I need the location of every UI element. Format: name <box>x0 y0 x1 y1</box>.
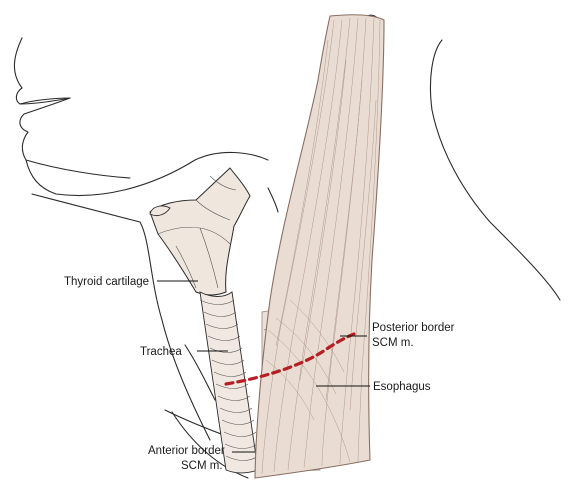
label-posterior-border: Posterior border <box>372 322 455 334</box>
label-posterior-border-scm: SCM m. <box>372 337 414 349</box>
sternocleidomastoid-muscle <box>254 14 385 479</box>
labels: Thyroid cartilage Trachea Posterior bord… <box>64 276 455 472</box>
label-thyroid-cartilage: Thyroid cartilage <box>64 276 149 288</box>
label-anterior-border-scm: SCM m. <box>181 460 223 472</box>
head-neck-outline <box>13 37 269 479</box>
incision-line <box>224 332 356 386</box>
label-anterior-border: Anterior border <box>148 445 225 457</box>
larynx <box>149 167 251 296</box>
label-trachea: Trachea <box>140 346 182 358</box>
leader-lines <box>157 280 370 453</box>
label-esophagus: Esophagus <box>373 381 431 393</box>
